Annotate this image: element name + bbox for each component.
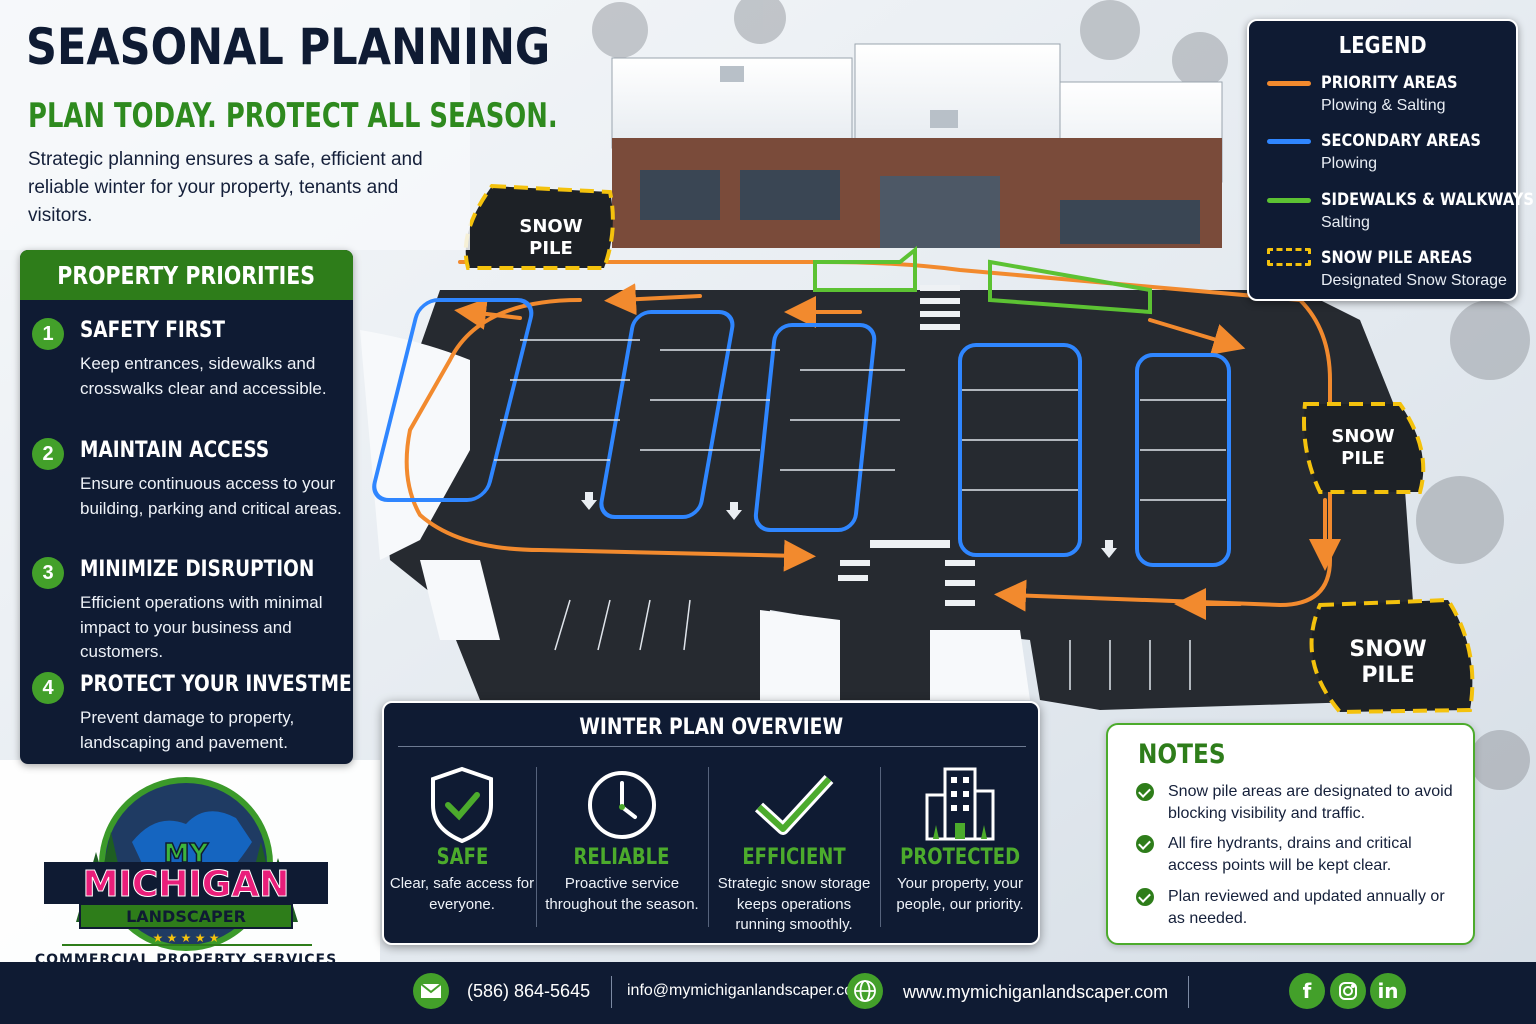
- legend-item-sidewalks: SIDEWALKS & WALKWAYS Salting: [1249, 190, 1534, 240]
- linkedin-icon[interactable]: in: [1370, 973, 1406, 1009]
- legend-item-snow-pile: SNOW PILE AREAS Designated Snow Storage: [1249, 248, 1516, 298]
- overview-divider: [398, 746, 1026, 747]
- logo-line-3: LANDSCAPER: [126, 907, 246, 926]
- snow-pile-label: PILE: [1361, 663, 1414, 688]
- legend-item-name: SIDEWALKS & WALKWAYS: [1321, 190, 1534, 210]
- priority-title: SAFETY FIRST: [80, 318, 225, 343]
- snow-pile-label: PILE: [529, 238, 573, 259]
- building: [611, 43, 1223, 248]
- legend-title: LEGEND: [1338, 33, 1427, 59]
- clock-icon: [588, 771, 656, 839]
- priority-number: 2: [32, 438, 64, 470]
- priority-title: MINIMIZE DISRUPTION: [80, 557, 315, 582]
- priority-desc: Efficient operations with minimal impact…: [80, 593, 323, 661]
- priorities-heading: PROPERTY PRIORITIES: [20, 250, 353, 300]
- intro-text: Strategic planning ensures a safe, effic…: [28, 149, 423, 226]
- priority-number: 4: [32, 672, 64, 704]
- legend-item-secondary: SECONDARY AREAS Plowing: [1249, 131, 1516, 181]
- legend-item-name: SNOW PILE AREAS: [1321, 248, 1473, 268]
- facebook-icon[interactable]: f: [1289, 973, 1325, 1009]
- page-title: SEASONAL PLANNING: [26, 18, 551, 76]
- priority-title: MAINTAIN ACCESS: [80, 438, 270, 463]
- legend-item-name: PRIORITY AREAS: [1321, 73, 1458, 93]
- checkmark-icon: [754, 774, 834, 835]
- map-legend: LEGEND PRIORITY AREAS Plowing & Salting …: [1247, 19, 1534, 301]
- page-subtitle: PLAN TODAY. PROTECT ALL SEASON.: [28, 96, 558, 136]
- priority-title: PROTECT YOUR INVESTMENT: [80, 672, 353, 697]
- overview-item-protected: PROTECTED Your property, your people, ou…: [878, 759, 1042, 937]
- snow-pile-label: PILE: [1341, 448, 1385, 469]
- priority-desc: Prevent damage to property, landscaping …: [80, 708, 295, 752]
- check-icon: [1136, 835, 1154, 853]
- logo-line-2: MICHIGAN: [83, 864, 290, 905]
- instagram-icon[interactable]: [1330, 973, 1366, 1009]
- legend-item-desc: Salting: [1321, 214, 1370, 231]
- priority-desc: Ensure continuous access to your buildin…: [80, 474, 342, 518]
- footer-bar: [0, 962, 1536, 1024]
- snow-pile-label: SNOW: [519, 216, 582, 237]
- priority-number: 3: [32, 557, 64, 589]
- overview-item-efficient: EFFICIENT Strategic snow storage keeps o…: [712, 759, 876, 937]
- company-logo: MY MICHIGAN LANDSCAPER ★ ★ ★ ★ ★: [44, 777, 328, 951]
- legend-item-desc: Plowing & Salting: [1321, 97, 1446, 114]
- property-priorities-panel: PROPERTY PRIORITIES 1 SAFETY FIRST Keep …: [20, 250, 353, 764]
- check-icon: [1136, 783, 1154, 801]
- legend-item-desc: Designated Snow Storage: [1321, 272, 1507, 289]
- legend-swatch: [1267, 248, 1311, 266]
- globe-icon: [847, 973, 883, 1009]
- svg-text:★ ★ ★ ★ ★: ★ ★ ★ ★ ★: [152, 931, 219, 945]
- building-icon: [925, 767, 995, 841]
- priority-number: 1: [32, 318, 64, 350]
- legend-swatch: [1267, 198, 1311, 203]
- legend-item-name: SECONDARY AREAS: [1321, 131, 1481, 151]
- snow-pile-label: SNOW: [1331, 426, 1394, 447]
- notes-title: NOTES: [1138, 739, 1226, 770]
- legend-item-priority: PRIORITY AREAS Plowing & Salting: [1249, 73, 1516, 123]
- check-icon: [1136, 888, 1154, 906]
- overview-title: WINTER PLAN OVERVIEW: [579, 715, 843, 740]
- overview-item-reliable: RELIABLE Proactive service throughout th…: [540, 759, 704, 937]
- legend-swatch: [1267, 139, 1311, 144]
- snow-pile-label: SNOW: [1349, 637, 1426, 662]
- website-link[interactable]: www.mymichiganlandscaper.com: [903, 982, 1169, 1002]
- overview-item-safe: SAFE Clear, safe access for everyone.: [380, 759, 544, 937]
- priority-desc: Keep entrances, sidewalks and crosswalks…: [80, 354, 327, 398]
- legend-item-desc: Plowing: [1321, 155, 1378, 172]
- mail-icon: [413, 973, 449, 1009]
- notes-panel: NOTES Snow pile areas are designated to …: [1106, 723, 1475, 945]
- logo-divider: [62, 944, 312, 946]
- winter-plan-overview: WINTER PLAN OVERVIEW SAFE Clear, safe ac…: [382, 701, 1040, 945]
- phone-link[interactable]: (586) 864-5645: [467, 981, 591, 1001]
- legend-swatch: [1267, 81, 1311, 86]
- shield-check-icon: [431, 766, 493, 844]
- email-link[interactable]: info@mymichiganlandscaper.com: [627, 982, 867, 999]
